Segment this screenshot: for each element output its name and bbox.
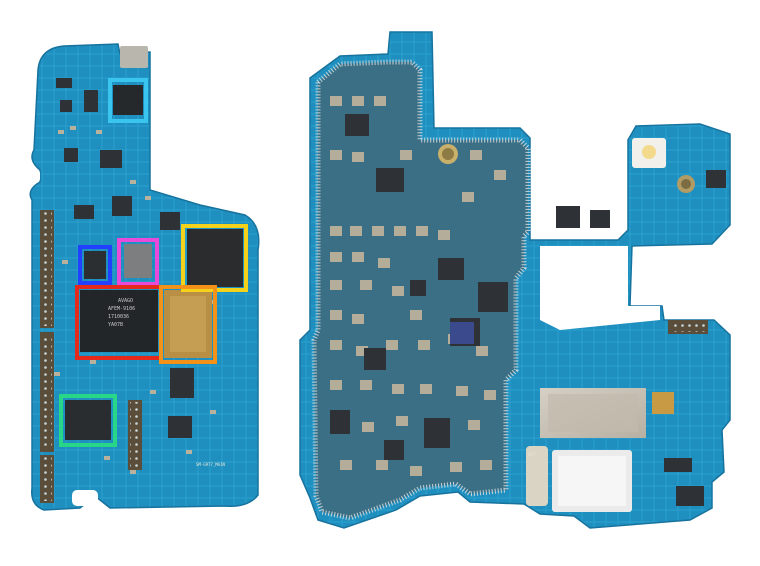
highlight-magenta: [117, 238, 159, 286]
svg-text:AFEM-9106: AFEM-9106: [108, 306, 135, 312]
highlight-green: [59, 394, 117, 447]
right-logic-board: A5T: [299, 31, 731, 529]
svg-text:SM-G977_MAIN: SM-G977_MAIN: [196, 462, 225, 467]
svg-text:1710036: 1710036: [108, 314, 129, 320]
avago-chip-text: AVAGO: [118, 298, 133, 304]
highlight-light-blue: [108, 78, 148, 123]
sim-tray-label: A5T: [528, 452, 536, 457]
highlight-orange: [159, 285, 217, 364]
highlight-blue: [78, 245, 112, 285]
svg-text:YA07B: YA07B: [108, 322, 123, 328]
